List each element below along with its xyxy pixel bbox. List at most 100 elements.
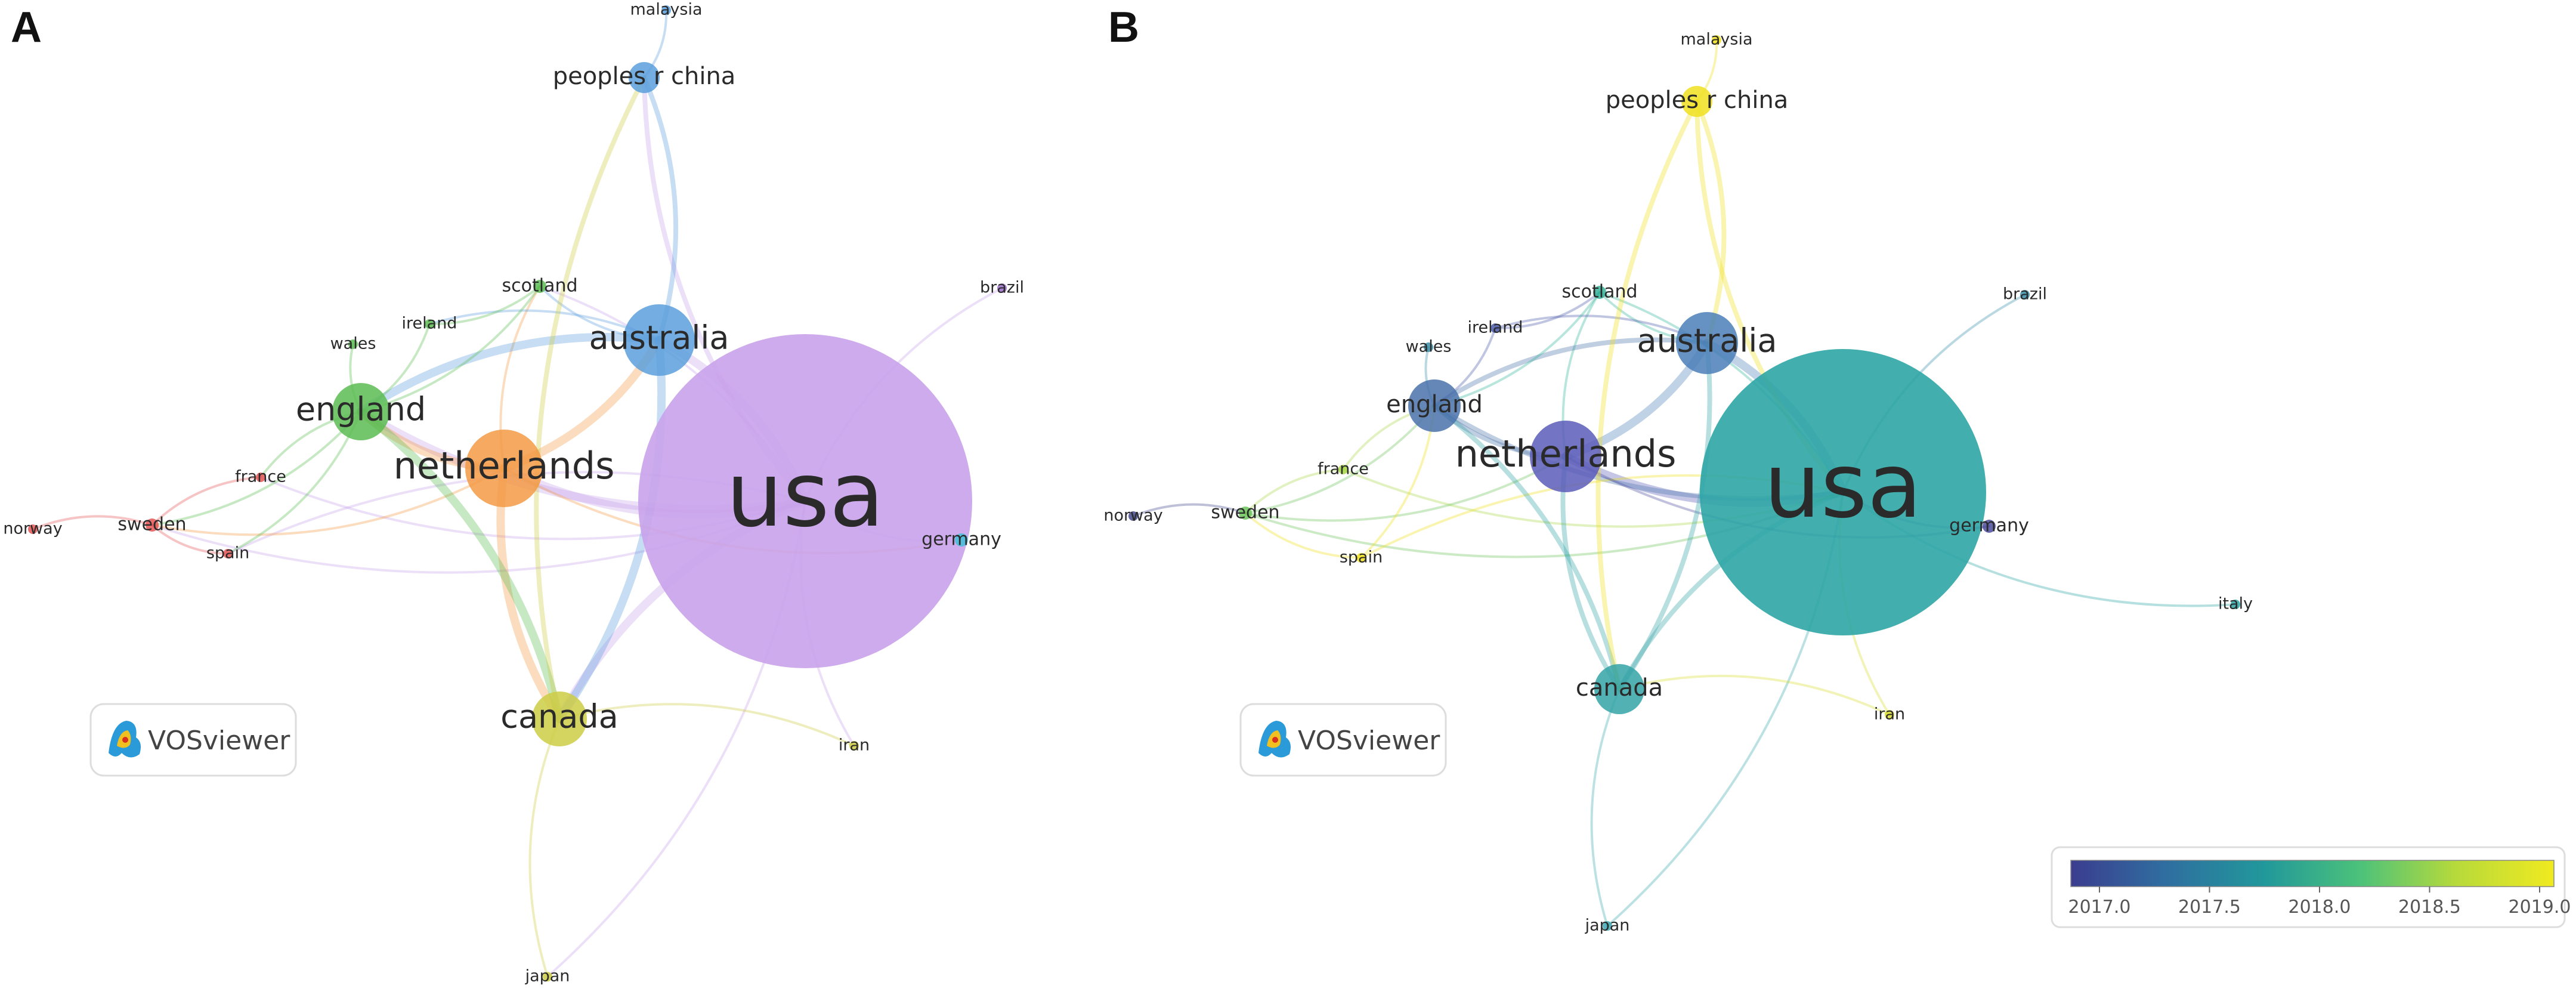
node-label-germany: germany bbox=[921, 529, 1001, 550]
node-label-france: france bbox=[1318, 460, 1369, 478]
link-canada-peoples-r-china bbox=[534, 75, 647, 721]
vosviewer-watermark: VOSviewer bbox=[1298, 726, 1440, 756]
node-label-malaysia: malaysia bbox=[1681, 30, 1753, 49]
link-england-canada bbox=[1432, 403, 1622, 691]
node-label-australia: australia bbox=[1637, 322, 1777, 360]
node-label-france: france bbox=[235, 468, 286, 486]
node-usa bbox=[638, 334, 972, 668]
node-label-japan: japan bbox=[525, 967, 570, 986]
node-peoples-r-china bbox=[629, 62, 660, 93]
node-england bbox=[1408, 379, 1461, 432]
link-sweden-france bbox=[1244, 468, 1344, 514]
node-wales bbox=[348, 339, 358, 349]
link-england-scotland bbox=[1433, 291, 1601, 407]
link-scotland-ireland bbox=[428, 285, 541, 326]
node-label-brazil: brazil bbox=[2003, 285, 2047, 304]
node-france bbox=[256, 473, 265, 482]
scale-tick-label: 2018.5 bbox=[2398, 897, 2461, 918]
node-spain bbox=[223, 549, 233, 558]
scale-tick-label: 2017.0 bbox=[2068, 897, 2131, 918]
link-sweden-spain bbox=[1244, 512, 1362, 559]
node-australia bbox=[623, 304, 695, 376]
panel-letter-a: A bbox=[11, 4, 42, 51]
node-label-scotland: scotland bbox=[1561, 282, 1637, 302]
node-iran bbox=[849, 741, 859, 751]
network-panel-b: B usanetherlandsaustraliaenglandcanadape… bbox=[1103, 4, 2571, 935]
node-label-netherlands: netherlands bbox=[394, 444, 615, 487]
node-label-iran: iran bbox=[1874, 705, 1905, 724]
node-canada bbox=[532, 691, 587, 746]
link-canada-peoples-r-china bbox=[1595, 99, 1699, 691]
link-sweden-norway bbox=[32, 515, 153, 530]
node-label-peoples-r-china: peoples r china bbox=[553, 63, 736, 90]
link-australia-england bbox=[1432, 337, 1709, 408]
scale-tick-label: 2017.5 bbox=[2178, 897, 2241, 918]
link-australia-peoples-r-china bbox=[642, 75, 679, 342]
node-label-sweden: sweden bbox=[1211, 502, 1279, 523]
link-canada-iran bbox=[1618, 674, 1891, 716]
node-malaysia bbox=[1712, 35, 1721, 45]
node-brazil bbox=[997, 283, 1007, 293]
node-label-peoples-r-china: peoples r china bbox=[1606, 87, 1789, 114]
node-label-ireland: ireland bbox=[1468, 319, 1523, 337]
vosviewer-badge: VOSviewer bbox=[89, 703, 297, 777]
node-label-scotland: scotland bbox=[502, 276, 577, 297]
node-label-japan: japan bbox=[1585, 916, 1630, 935]
node-ireland bbox=[425, 319, 434, 329]
node-wales bbox=[1424, 342, 1433, 352]
node-label-australia: australia bbox=[589, 319, 729, 357]
node-label-norway: norway bbox=[1103, 507, 1162, 525]
node-label-brazil: brazil bbox=[980, 279, 1024, 297]
link-england-sweden bbox=[151, 410, 362, 526]
node-iran bbox=[1885, 710, 1894, 720]
color-scale-bar bbox=[2070, 860, 2555, 887]
node-usa bbox=[1700, 349, 1986, 635]
link-sweden-spain bbox=[151, 524, 229, 555]
node-ireland bbox=[1490, 323, 1500, 333]
node-label-iran: iran bbox=[839, 736, 870, 755]
node-sweden bbox=[1239, 507, 1252, 520]
node-netherlands bbox=[1530, 421, 1601, 492]
link-canada-japan bbox=[1590, 688, 1621, 927]
node-england bbox=[332, 383, 389, 440]
vosviewer-logo-icon bbox=[109, 721, 141, 758]
node-japan bbox=[543, 972, 552, 981]
node-label-italy: italy bbox=[2218, 595, 2253, 613]
node-label-canada: canada bbox=[1576, 674, 1663, 702]
node-label-usa: usa bbox=[726, 443, 884, 547]
node-malaysia bbox=[661, 5, 671, 15]
node-layer: usanetherlandsaustraliaenglandcanadapeop… bbox=[3, 1, 1024, 986]
node-germany bbox=[1983, 520, 1996, 533]
node-label-norway: norway bbox=[3, 520, 62, 538]
node-scotland bbox=[1593, 286, 1606, 299]
node-peoples-r-china bbox=[1681, 86, 1712, 117]
vosviewer-badge: VOSviewer bbox=[1239, 703, 1447, 777]
node-canada bbox=[1594, 664, 1644, 714]
node-australia bbox=[1676, 312, 1738, 374]
link-england-sweden bbox=[1244, 405, 1436, 514]
node-label-sweden: sweden bbox=[117, 514, 186, 535]
node-norway bbox=[1128, 511, 1138, 521]
node-label-england: england bbox=[1386, 391, 1483, 418]
link-australia-canada bbox=[1617, 341, 1712, 691]
node-italy bbox=[2231, 600, 2240, 609]
scale-tick-label: 2019.0 bbox=[2509, 897, 2571, 918]
node-scotland bbox=[533, 280, 546, 293]
node-brazil bbox=[2020, 290, 2030, 300]
node-label-spain: spain bbox=[1340, 548, 1383, 567]
node-netherlands bbox=[465, 430, 543, 507]
node-spain bbox=[1356, 553, 1366, 563]
node-japan bbox=[1603, 921, 1612, 931]
link-scotland-ireland bbox=[1494, 291, 1601, 330]
link-australia-peoples-r-china bbox=[1694, 99, 1727, 345]
link-netherlands-sweden bbox=[151, 467, 505, 536]
link-england-scotland bbox=[360, 285, 541, 413]
vosviewer-logo-icon bbox=[1258, 721, 1291, 758]
node-germany bbox=[955, 533, 968, 547]
link-canada-japan bbox=[528, 718, 561, 978]
node-sweden bbox=[146, 518, 159, 532]
network-panel-a: A usanetherlandsaustraliaenglandcanadape… bbox=[3, 1, 1024, 986]
link-netherlands-sweden bbox=[1244, 455, 1567, 522]
